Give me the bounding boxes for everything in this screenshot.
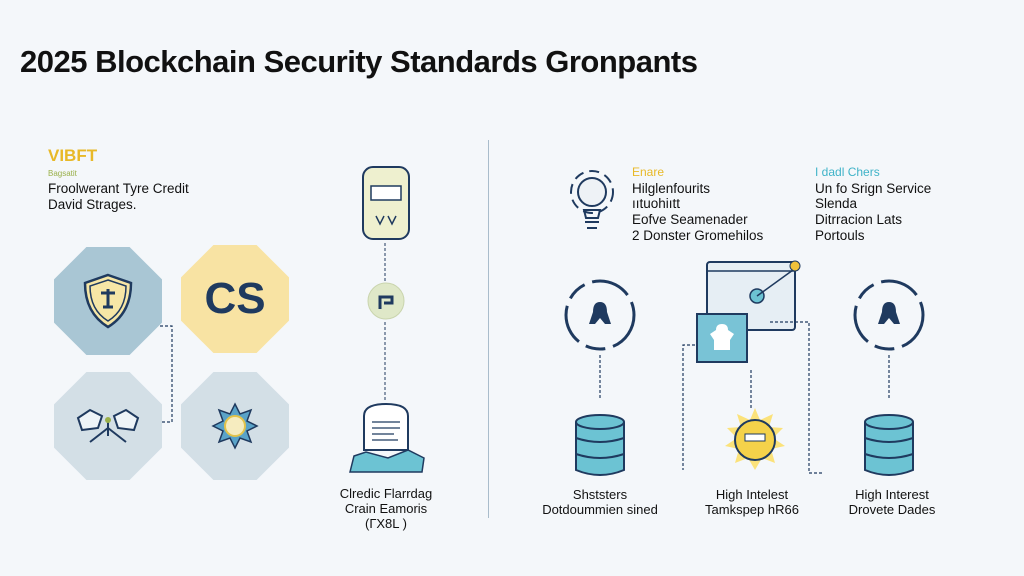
right-col1-line-1: Hilglenfourits: [632, 181, 711, 196]
user-circle-left-icon: [564, 279, 636, 351]
lightbulb-icon: [570, 170, 614, 229]
left-line-2: David Strages.: [48, 197, 137, 212]
database-left-icon: [575, 414, 625, 476]
certificate-document-icon: [349, 402, 425, 473]
gold-coin-icon: [725, 408, 785, 470]
middle-caption-2: Crain Eamoris: [344, 501, 428, 516]
right-col2-line-1: Un fo Srign Service: [815, 181, 932, 196]
cs-label: CS: [204, 274, 266, 323]
octagon-connector: [160, 325, 173, 423]
db-right-label-2: Drovete Dades: [848, 502, 936, 517]
left-subheading: Bagsatit: [48, 169, 77, 178]
db-left-label-1: Shststers: [572, 487, 628, 502]
db-right-label-1: High Interest: [855, 487, 929, 502]
right-col1-heading: Enare: [632, 165, 665, 179]
middle-connector-2: [384, 322, 386, 400]
page-title: 2025 Blockchain Security Standards Gronp…: [20, 44, 698, 79]
keyboard-badge-icon: [362, 166, 410, 240]
lock-circle-icon: [367, 282, 405, 320]
sun-gear-icon: [211, 402, 259, 450]
browser-window-icon: [696, 260, 801, 363]
handshake-octagon: [54, 372, 162, 480]
right-col1-line-3: Eofve Seamenader: [632, 212, 748, 227]
right-col2-heading: I dadl Chers: [815, 165, 880, 179]
right-col2-line-2: Slenda: [815, 196, 858, 211]
right-col2-line-4: Portouls: [815, 228, 865, 243]
section-divider: [488, 140, 489, 518]
shield-octagon: [54, 247, 162, 355]
user-circle-right-icon: [853, 279, 925, 351]
middle-caption-3: (ГΧ8L ): [365, 516, 407, 531]
database-right-icon: [864, 414, 914, 476]
right-col1-line-2: ııtuohiıtt: [632, 196, 681, 211]
shield-icon: [83, 273, 133, 329]
gear-octagon: [181, 372, 289, 480]
middle-caption-1: Clredic Flarrdag: [339, 486, 433, 501]
middle-connector-1: [384, 243, 386, 281]
db-left-label-2: Dotdoummien sined: [542, 502, 658, 517]
coin-label-1: High Intelest: [715, 487, 789, 502]
right-col2-line-3: Ditrracion Lats: [815, 212, 903, 227]
coin-label-2: Tamkspep hR66: [705, 502, 799, 517]
handshake-icon: [76, 408, 140, 443]
right-connectors: [599, 321, 890, 474]
cs-octagon: CS: [181, 245, 289, 353]
left-line-1: Froolwerant Tyre Credit: [48, 181, 189, 196]
left-heading: VIBFT: [48, 146, 98, 165]
right-col1-line-4: 2 Donster Gromehilos: [632, 228, 764, 243]
